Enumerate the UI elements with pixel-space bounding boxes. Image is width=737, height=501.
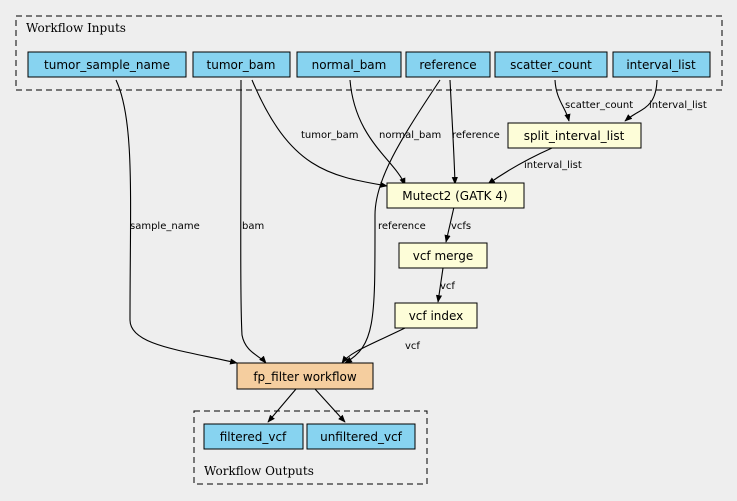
- node-unfiltered-vcf[interactable]: unfiltered_vcf: [306, 423, 416, 450]
- node-scatter-count-label: scatter_count: [510, 58, 592, 72]
- node-filtered-vcf[interactable]: filtered_vcf: [203, 423, 304, 450]
- node-unfiltered-vcf-label: unfiltered_vcf: [320, 430, 403, 444]
- edge-interval-to-split: [624, 79, 658, 122]
- edge-index-to-fp: [341, 327, 406, 364]
- edge-tumor-bam-to-mutect: [251, 79, 388, 188]
- node-split-interval-list-label: split_interval_list: [524, 129, 625, 143]
- node-fp-filter-workflow-label: fp_filter workflow: [253, 370, 357, 384]
- edge-normal-bam-to-mutect: [349, 79, 406, 186]
- edge-fp-to-filtered: [267, 388, 297, 423]
- edge-label-scatter-count: scatter_count: [565, 100, 633, 111]
- node-reference[interactable]: reference: [405, 51, 491, 78]
- node-mutect2-label: Mutect2 (GATK 4): [402, 189, 507, 203]
- edge-label-fp-reference: reference: [378, 221, 426, 232]
- node-tumor-bam[interactable]: tumor_bam: [192, 51, 291, 78]
- node-mutect2[interactable]: Mutect2 (GATK 4): [386, 182, 525, 209]
- node-vcf-merge-label: vcf merge: [413, 249, 474, 263]
- node-vcf-index-label: vcf index: [409, 309, 464, 323]
- node-vcf-index[interactable]: vcf index: [394, 302, 478, 329]
- edge-merge-to-index: [435, 267, 444, 303]
- node-normal-bam-label: normal_bam: [312, 58, 387, 72]
- edge-label-tumor-bam: tumor_bam: [301, 130, 358, 141]
- edge-label-index-vcf: vcf: [405, 341, 420, 352]
- node-normal-bam[interactable]: normal_bam: [296, 51, 402, 78]
- edge-scatter-to-split: [554, 79, 571, 122]
- node-interval-list[interactable]: interval_list: [612, 51, 711, 78]
- edge-label-sample-name: sample_name: [130, 221, 200, 232]
- edge-label-split-interval-list: interval_list: [524, 160, 582, 171]
- workflow-inputs-label: Workflow Inputs: [26, 21, 126, 35]
- workflow-outputs-label: Workflow Outputs: [204, 464, 314, 478]
- node-filtered-vcf-label: filtered_vcf: [220, 430, 287, 444]
- edge-bam-to-fp: [240, 79, 267, 364]
- edge-label-bam: bam: [242, 221, 264, 232]
- workflow-outputs-cluster: Workflow Outputs: [193, 410, 428, 485]
- node-scatter-count[interactable]: scatter_count: [494, 51, 608, 78]
- node-tumor-sample-name[interactable]: tumor_sample_name: [27, 51, 187, 78]
- edge-label-interval-list: interval_list: [649, 100, 707, 111]
- edge-fp-to-unfiltered: [314, 388, 346, 423]
- edge-label-reference: reference: [452, 130, 500, 141]
- node-reference-label: reference: [419, 58, 476, 72]
- node-split-interval-list[interactable]: split_interval_list: [507, 122, 642, 149]
- edge-label-vcfs: vcfs: [451, 221, 471, 232]
- node-vcf-merge[interactable]: vcf merge: [398, 242, 488, 269]
- node-tumor-sample-name-label: tumor_sample_name: [44, 58, 170, 72]
- node-interval-list-label: interval_list: [626, 58, 696, 72]
- edge-mutect-to-merge: [444, 206, 455, 243]
- edge-label-merge-vcf: vcf: [440, 281, 455, 292]
- edge-split-to-mutect: [487, 147, 553, 185]
- edge-reference-to-fp: [344, 79, 441, 364]
- node-fp-filter-workflow[interactable]: fp_filter workflow: [236, 362, 374, 390]
- node-tumor-bam-label: tumor_bam: [207, 58, 276, 72]
- workflow-inputs-cluster: Workflow Inputs: [15, 15, 723, 91]
- edge-sample-to-fp: [115, 79, 238, 365]
- edge-reference-to-mutect: [449, 79, 458, 185]
- edge-label-normal-bam: normal_bam: [379, 130, 441, 141]
